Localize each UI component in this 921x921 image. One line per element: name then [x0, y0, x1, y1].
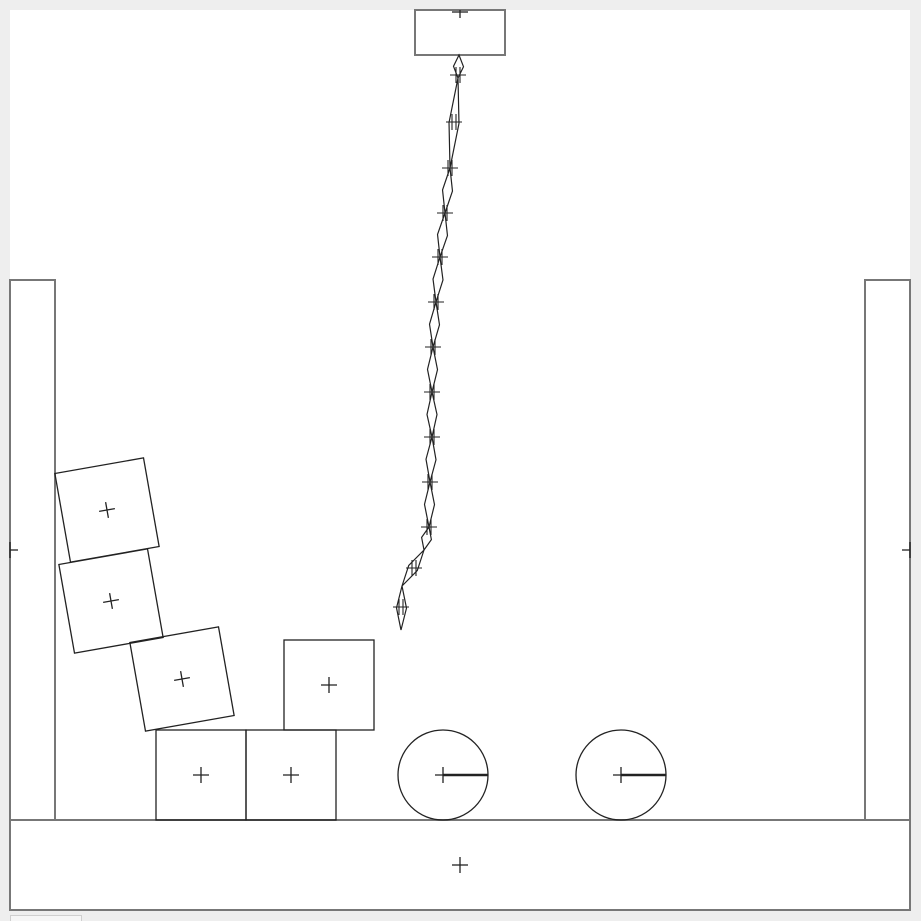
- left-wall[interactable]: [9, 279, 56, 821]
- status-tab[interactable]: [10, 915, 82, 921]
- box-shape: [129, 626, 235, 732]
- ceiling-anchor[interactable]: [414, 9, 506, 56]
- box-body[interactable]: [58, 548, 164, 654]
- center-cross-icon: [321, 677, 337, 693]
- center-cross-icon: [103, 593, 119, 609]
- box-body[interactable]: [283, 639, 375, 731]
- box-shape: [283, 639, 375, 731]
- box-body[interactable]: [129, 626, 235, 732]
- chain-link[interactable]: [395, 585, 408, 631]
- canvas-background: [10, 10, 910, 910]
- chain-link-center-icon: [437, 205, 453, 221]
- chain-link-center-icon: [428, 294, 444, 310]
- ground-shape: [9, 819, 911, 911]
- center-cross-icon: [99, 502, 115, 518]
- chain-link-center-icon: [432, 249, 448, 265]
- static-bodies: [9, 9, 911, 911]
- wheel-body[interactable]: [397, 729, 489, 821]
- chain-link-center-icon: [424, 384, 440, 400]
- ground[interactable]: [9, 819, 911, 911]
- center-cross-icon: [193, 767, 209, 783]
- chain-link-center-icon: [422, 474, 438, 490]
- right-wall[interactable]: [864, 279, 911, 821]
- hanging-chain[interactable]: [393, 53, 466, 631]
- chain-link-center-icon: [442, 160, 458, 176]
- chain-link-center-icon: [425, 339, 441, 355]
- chain-link-center-icon: [446, 114, 462, 130]
- dynamic-boxes: [54, 457, 375, 821]
- wheel-body[interactable]: [575, 729, 667, 821]
- dynamic-wheels: [397, 729, 667, 821]
- center-cross-icon: [283, 767, 299, 783]
- center-cross-icon: [174, 671, 190, 687]
- chain-link-center-icon: [393, 599, 409, 615]
- chain-link-center-icon: [421, 519, 437, 535]
- chain-link-center-icon: [406, 560, 422, 576]
- chain-link-center-icon: [450, 67, 466, 83]
- chain-link-center-icon: [424, 429, 440, 445]
- box-shape: [58, 548, 164, 654]
